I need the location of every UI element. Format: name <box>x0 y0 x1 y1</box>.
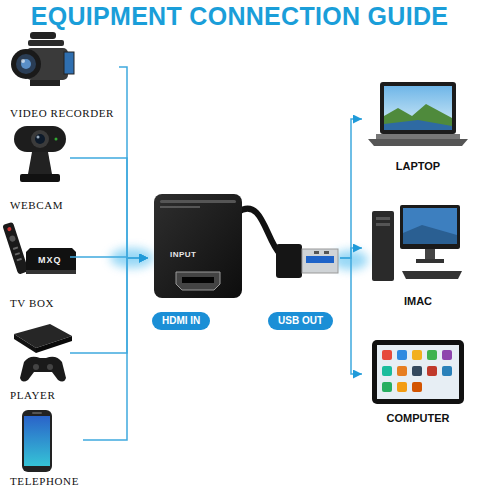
brand-text: MXQ <box>38 255 62 266</box>
connector-line <box>83 258 148 440</box>
tablet-icon <box>372 340 464 404</box>
connector-line <box>340 119 362 258</box>
device-label: LAPTOP <box>362 158 474 173</box>
device-label: PLAYER <box>8 386 55 402</box>
capture-card: INPUT <box>148 150 340 300</box>
device-label: IMAC <box>362 293 474 308</box>
desktop-icon <box>372 205 462 281</box>
port-badge: HDMI IN <box>152 312 210 330</box>
camcorder-icon <box>11 32 74 86</box>
connector-line <box>70 258 148 353</box>
source-device: PLAYER <box>8 320 70 402</box>
device-label: WEBCAM <box>8 196 63 212</box>
connector-line <box>119 67 148 258</box>
source-device: WEBCAM <box>8 120 70 212</box>
console-icon <box>14 324 72 382</box>
source-device: TELEPHONE <box>8 408 83 488</box>
device-label: TELEPHONE <box>8 472 79 488</box>
device-label: VIDEO RECORDER <box>8 104 114 120</box>
device-label: COMPUTER <box>362 410 474 425</box>
source-device: VIDEO RECORDER <box>8 30 119 120</box>
laptop-icon <box>368 82 468 146</box>
port-label: INPUT <box>170 250 197 260</box>
target-device: COMPUTER <box>362 338 474 425</box>
target-device: LAPTOP <box>362 80 474 173</box>
connector-line <box>70 158 148 258</box>
diagram-title: EQUIPMENT CONNECTION GUIDE <box>31 1 449 31</box>
phone-icon <box>22 410 52 472</box>
badge-label: HDMI IN <box>162 315 200 327</box>
connector-line <box>340 258 362 374</box>
connector-line <box>340 248 362 258</box>
webcam-icon <box>14 126 66 182</box>
port-badge: USB OUT <box>268 312 333 330</box>
badge-label: USB OUT <box>278 315 323 327</box>
target-device: IMAC <box>362 203 474 308</box>
capture-card-illustration <box>154 194 338 298</box>
device-label: TV BOX <box>8 294 54 310</box>
tv-box-icon <box>2 222 76 275</box>
